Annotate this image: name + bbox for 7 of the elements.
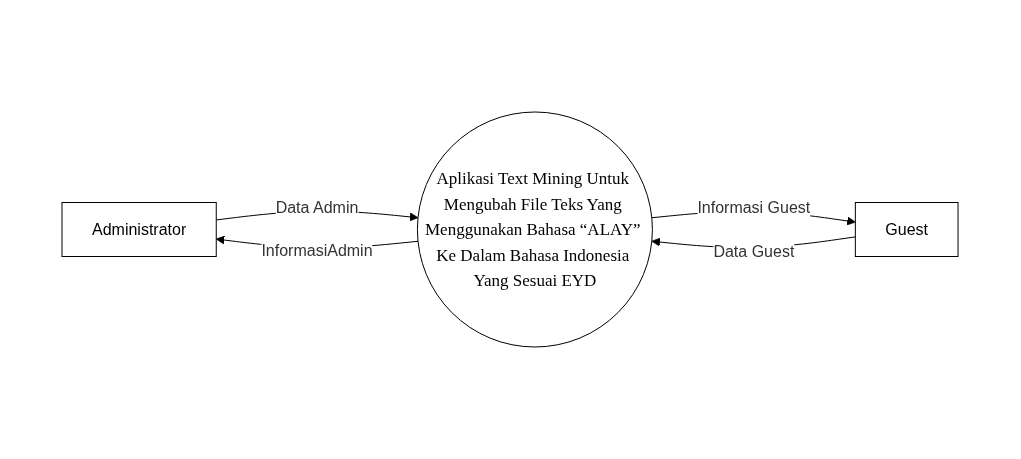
node-box: Guest [855,202,959,257]
node-box: Administrator [62,202,218,257]
edge-label: InformasiAdmin [261,242,374,260]
edge-label: Data Guest [713,242,795,260]
edge-label: Informasi Guest [697,198,811,216]
node-circle: Aplikasi Text Mining Untuk Mengubah File Teks Yang Menggunakan Bahasa “ALAY” Ke Dalam Bahasa Indonesia Yang Sesuai EYD [417,111,654,348]
edge-label: Data Admin [276,198,359,216]
